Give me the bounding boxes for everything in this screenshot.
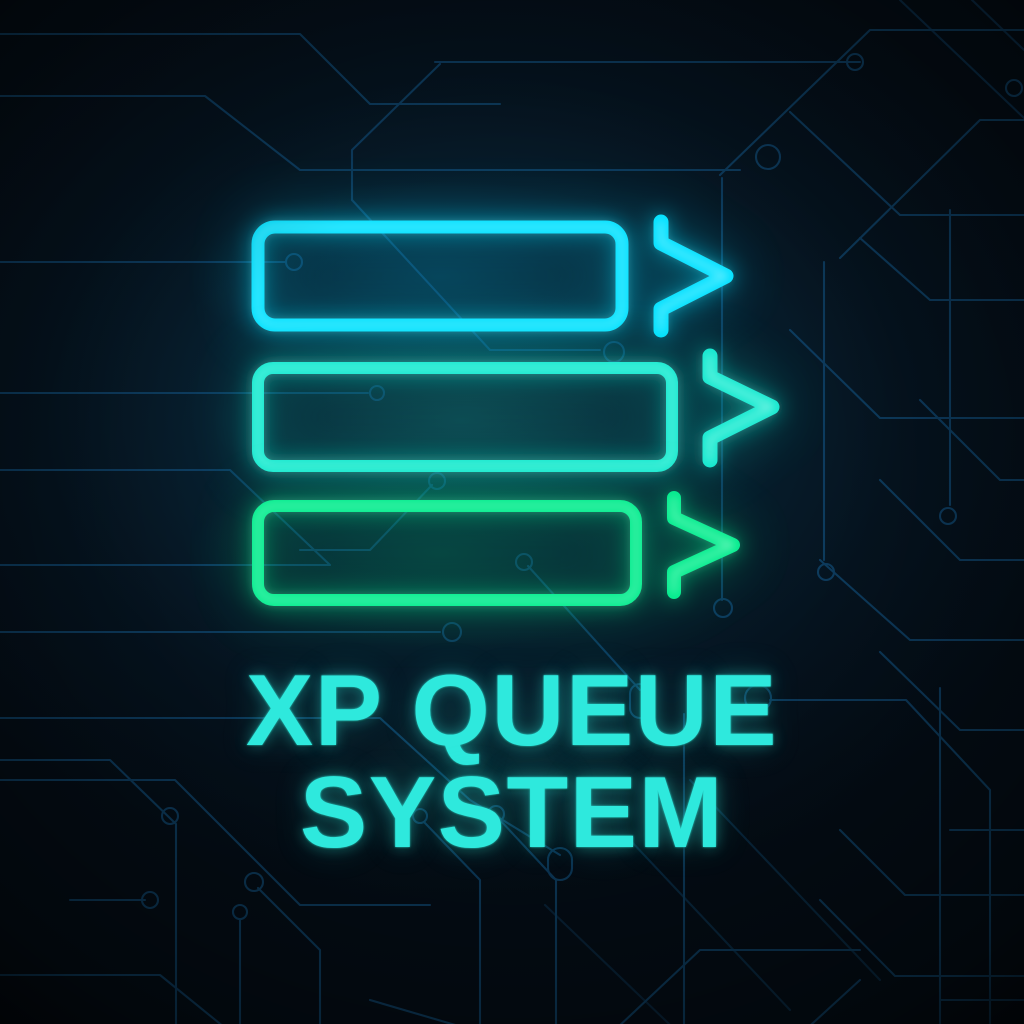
queue-chevron-3[interactable] <box>667 491 740 599</box>
queue-row-3[interactable] <box>252 491 740 606</box>
queue-row-2[interactable] <box>252 348 780 472</box>
queue-bar-2[interactable] <box>252 362 678 472</box>
queue-chevron-1[interactable] <box>653 214 734 338</box>
queue-bar-3[interactable] <box>252 500 642 606</box>
queue-bar-1[interactable] <box>251 220 629 332</box>
queue-chevron-2[interactable] <box>702 348 780 468</box>
queue-row-1[interactable] <box>251 214 734 338</box>
